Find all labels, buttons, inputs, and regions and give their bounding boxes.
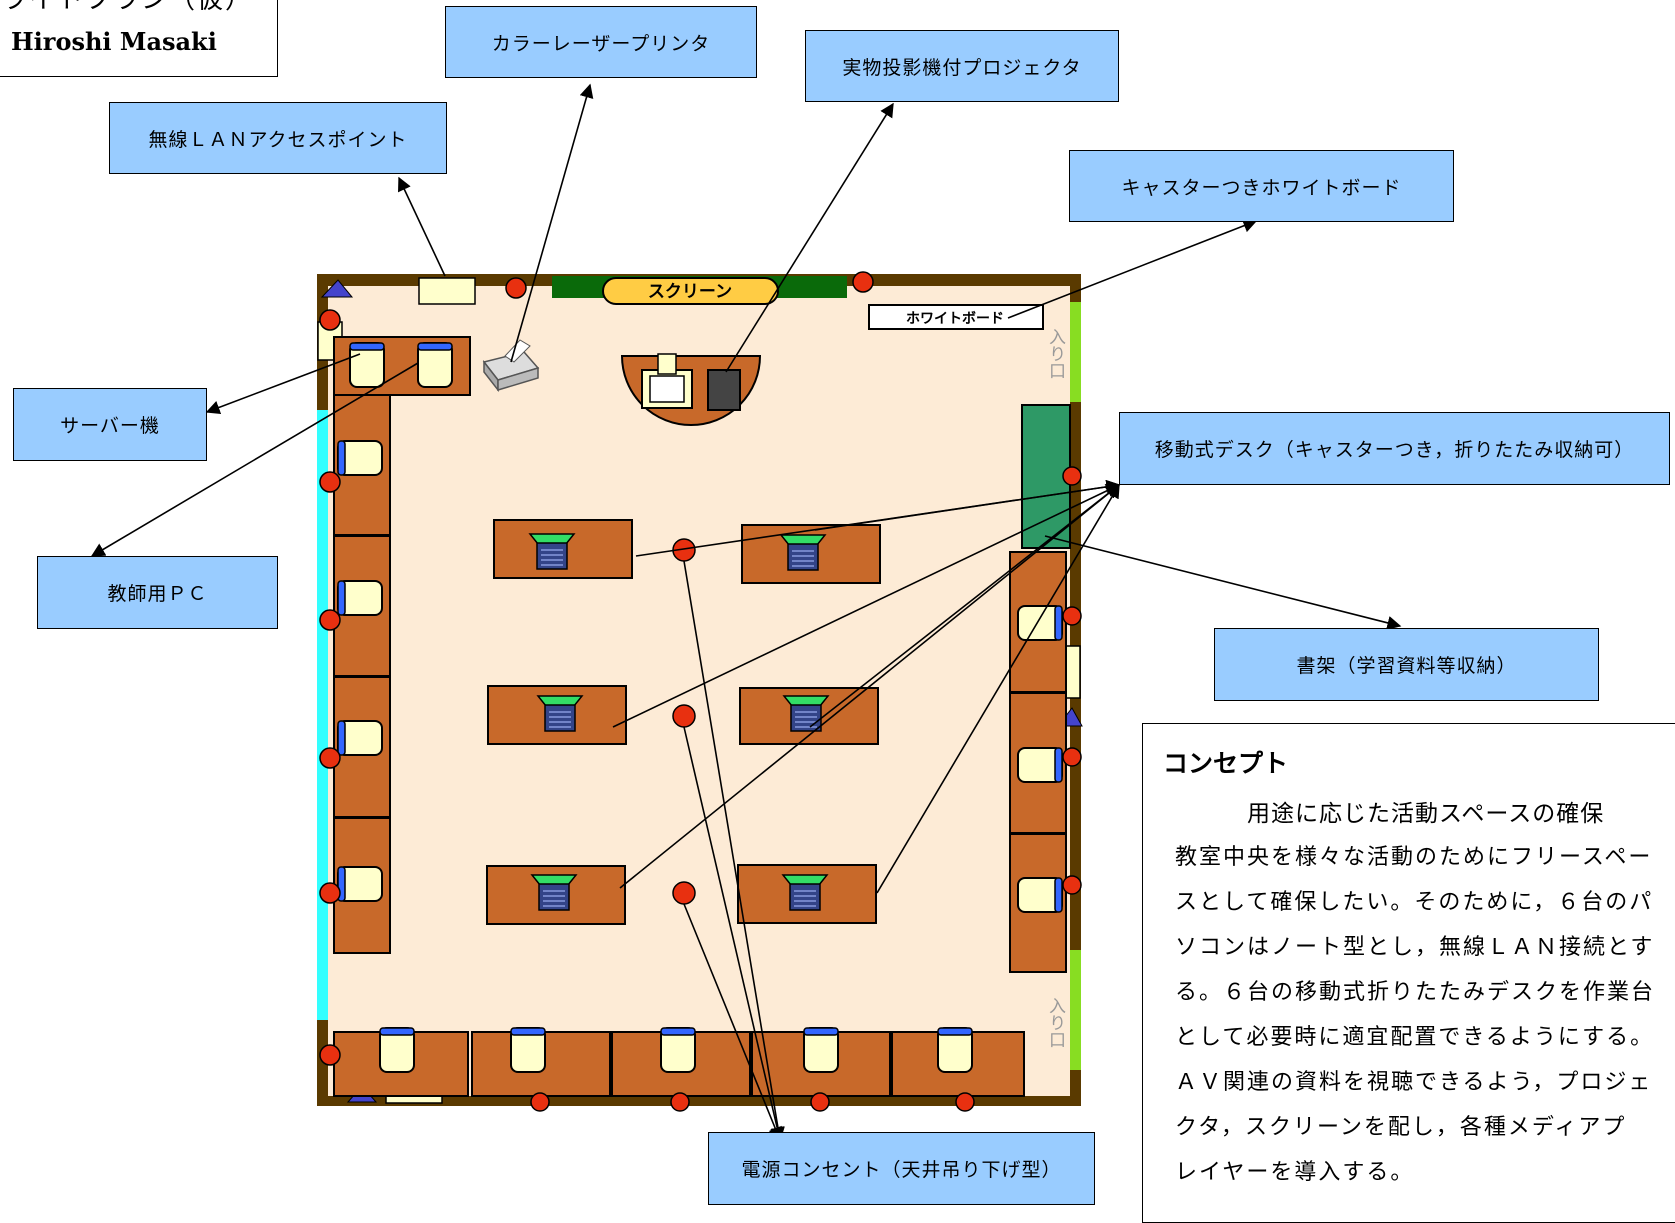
leader-lines [90,83,1402,1142]
plan-title: ライトプラン（仮） [1,0,254,15]
student-desk-1 [493,519,633,579]
printer-icon [482,339,540,393]
student-desk-2 [741,524,881,584]
screen-label-box [602,277,779,305]
label-bookshelf: 書架（学習資料等収納） [1214,628,1599,701]
title-box: ライトプラン（仮） Hiroshi Masaki [0,0,278,77]
whiteboard [868,304,1044,330]
label-teacher-pc: 教師用ＰＣ [37,556,278,629]
student-desk-6 [737,864,877,924]
concept-box: コンセプト 用途に応じた活動スペースの確保 教室中央を様々な活動のためにフリース… [1142,723,1675,1223]
entrance-bottom-label: 入り口 [1045,997,1066,1048]
label-projector: 実物投影機付プロジェクタ [805,30,1119,102]
door-bottom [1070,950,1081,1070]
student-desk-5 [486,865,626,925]
screen-label: スクリーン [648,282,732,302]
author-name: Hiroshi Masaki [11,27,217,56]
label-lan-access-point: 無線ＬＡＮアクセスポイント [109,102,447,174]
label-server: サーバー機 [13,388,207,461]
window-left [317,410,328,1020]
projector [707,369,741,411]
triangle-marker-icon [320,279,354,298]
label-outlet: 電源コンセント（天井吊り下げ型） [708,1132,1095,1205]
label-printer: カラーレーザープリンタ [445,6,757,78]
concept-heading: コンセプト [1163,749,1289,778]
whiteboard-label: ホワイトボード [906,311,1004,327]
label-mobile-desk: 移動式デスク（キャスターつき，折りたたみ収納可） [1119,412,1670,485]
concept-body: 教室中央を様々な活動のためにフリースペー スとして確保したい。そのために，６台の… [1175,845,1656,1185]
door-top [1070,302,1081,402]
entrance-top-label: 入り口 [1045,328,1066,379]
lan-access-point [418,277,476,305]
student-desk-3 [487,685,627,745]
concept-subheading: 用途に応じた活動スペースの確保 [1247,801,1605,827]
outlet-icon [319,271,1082,1112]
mobile-desk [1021,404,1071,549]
label-whiteboard: キャスターつきホワイトボード [1069,150,1454,222]
